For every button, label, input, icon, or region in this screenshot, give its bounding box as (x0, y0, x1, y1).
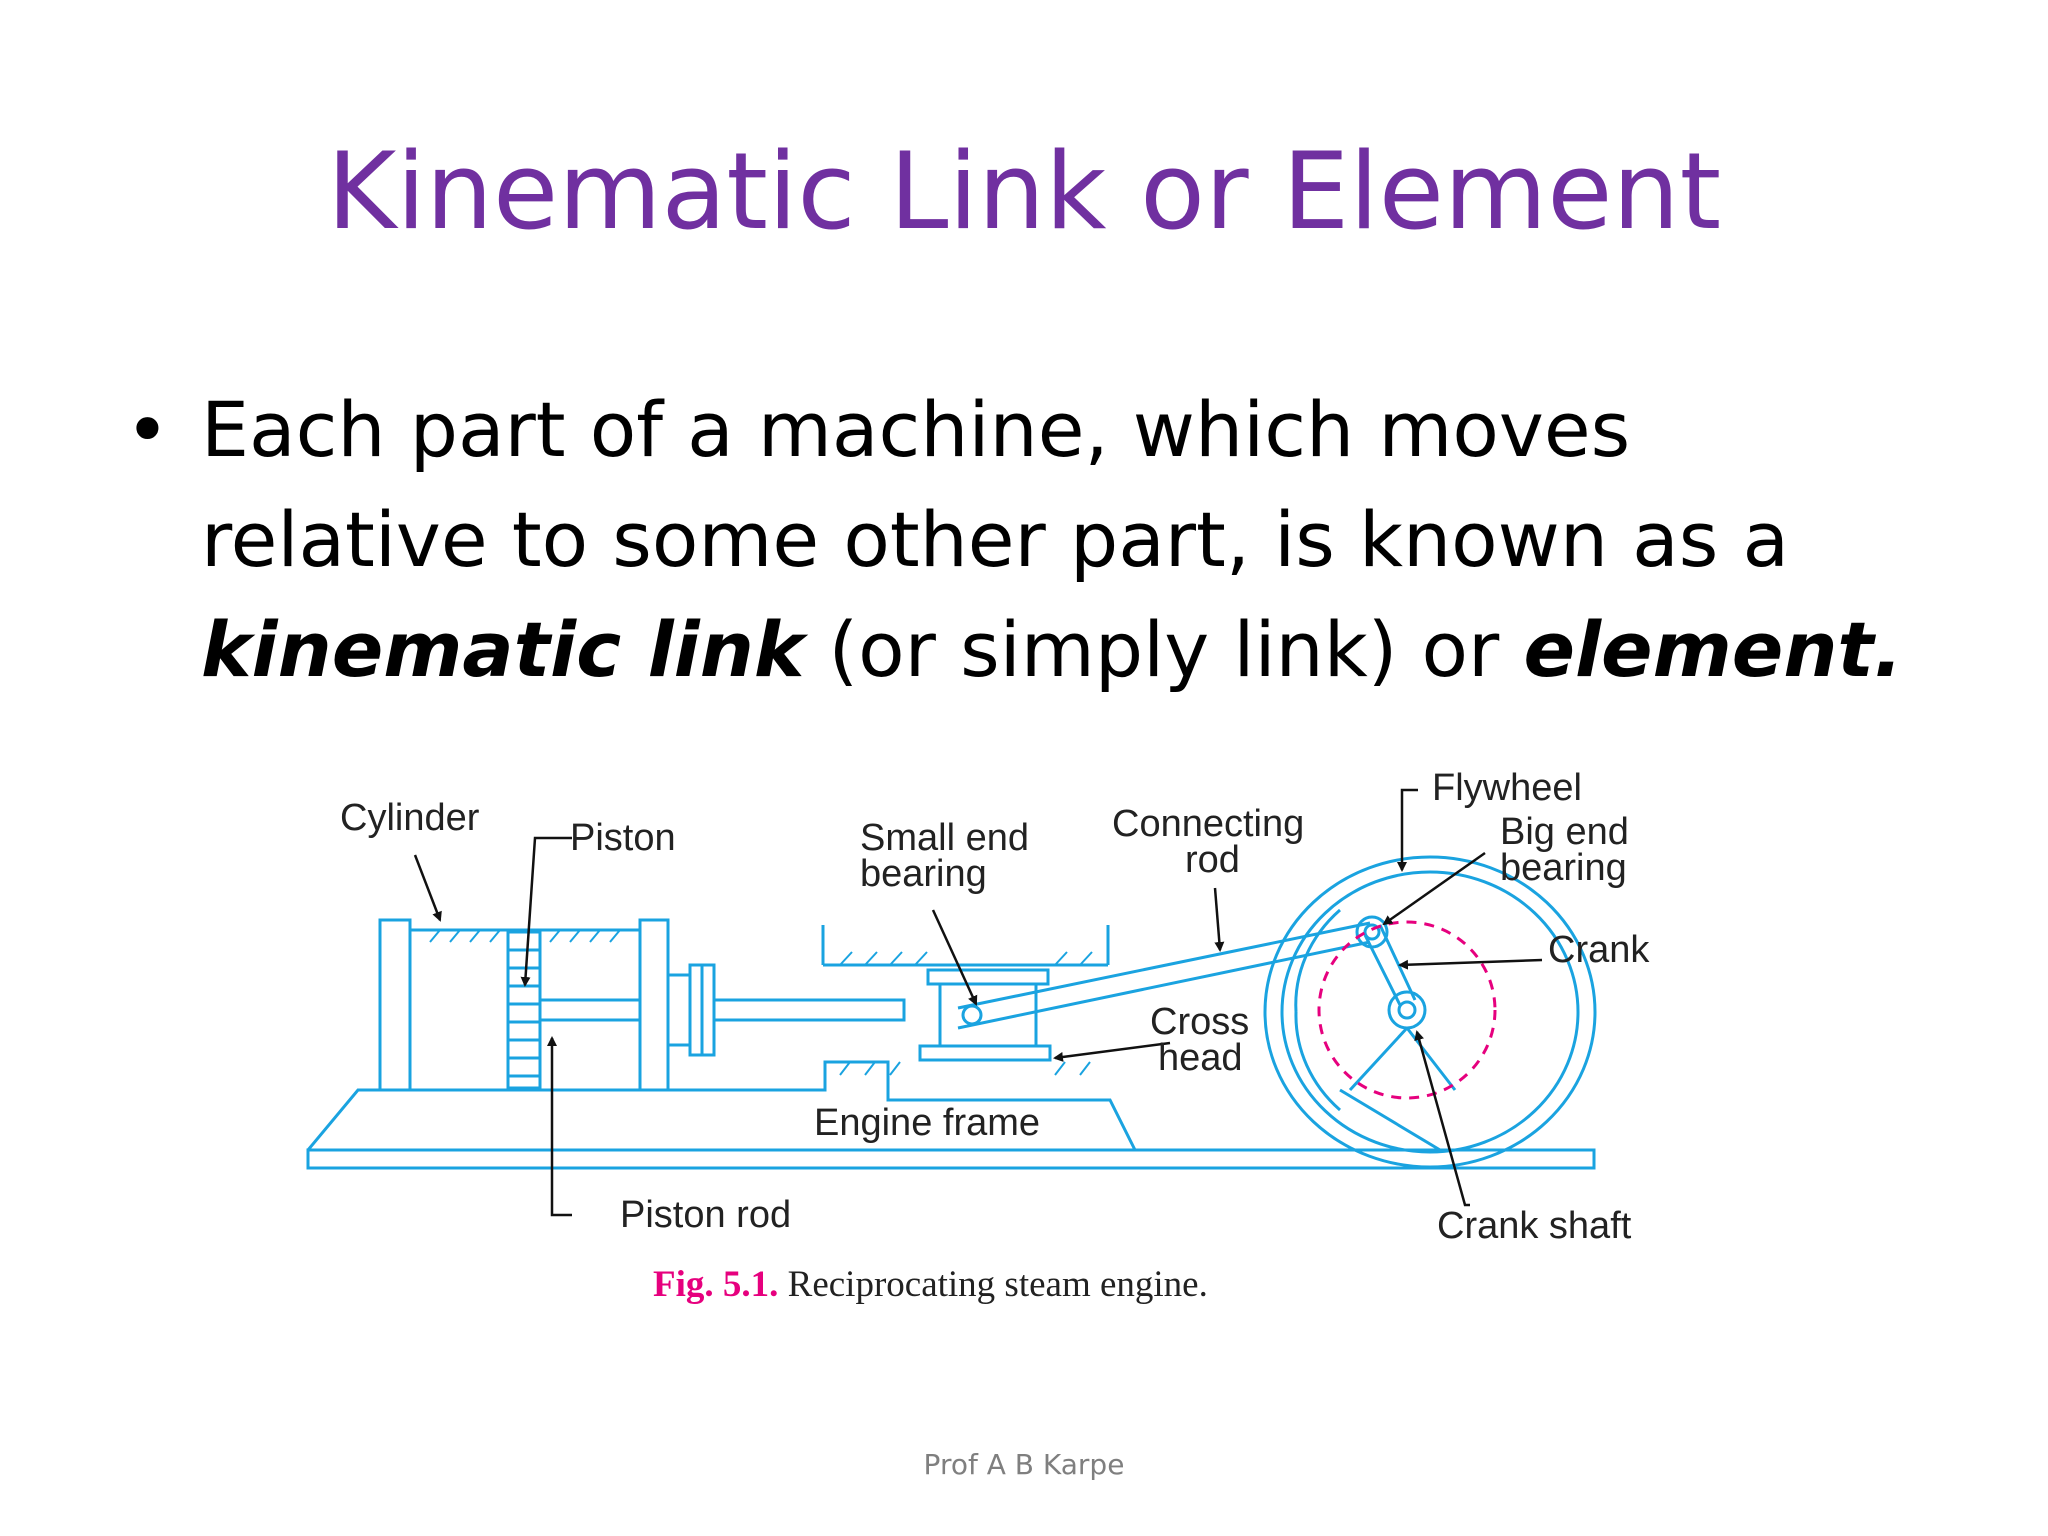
label-big-end-2: bearing (1500, 847, 1627, 889)
bullet-marker: • (125, 385, 170, 474)
frame-support-right (1339, 1088, 1441, 1152)
gland (666, 973, 692, 1047)
steam-engine-diagram (306, 788, 1597, 1217)
arrow-cylinder (413, 854, 442, 922)
cylinder-body-right (538, 928, 642, 1092)
arrow-connecting-rod (1213, 887, 1225, 952)
label-cross-1: Cross (1150, 1001, 1250, 1043)
flywheel-outer (1263, 855, 1597, 1169)
label-crank-shaft: Crank shaft (1437, 1205, 1632, 1247)
bullet-list: • Each part of a machine, which moves re… (125, 375, 1925, 705)
arrow-crank-shaft (1414, 1030, 1470, 1207)
label-connecting-1: Connecting (1112, 803, 1305, 845)
slide-footer: Prof A B Karpe (923, 1448, 1125, 1481)
piston-rod (712, 998, 906, 1022)
crank-shaft (1387, 990, 1427, 1030)
label-cross-2: head (1158, 1037, 1243, 1079)
bullet-emphasis-element: element. (1523, 605, 1903, 694)
label-piston-rod: Piston rod (620, 1194, 792, 1236)
bullet-text-part1: Each part of a machine, which moves rela… (201, 385, 1790, 584)
piston (506, 930, 542, 1090)
figure-caption: Fig. 5.1. Reciprocating steam engine. (653, 1263, 1208, 1306)
connecting-rod (957, 921, 1371, 1030)
label-connecting-2: rod (1185, 839, 1240, 881)
cylinder-right-flange (638, 918, 670, 1092)
arrow-piston-rod (547, 1036, 572, 1217)
cross-head-top-plate (926, 968, 1050, 986)
bullet-text-part2: (or simply link) or (804, 605, 1524, 694)
guide-top (821, 925, 1110, 967)
arrow-flywheel (1397, 788, 1418, 872)
label-piston: Piston (570, 817, 676, 859)
cylinder-left-flange (378, 918, 412, 1092)
piston-rod-inner (538, 998, 642, 1022)
figure-caption-number: Fig. 5.1. (653, 1264, 779, 1305)
bullet-item: • Each part of a machine, which moves re… (125, 375, 1925, 705)
steam-engine-figure: Cylinder Piston Small end bearing Connec… (290, 760, 1670, 1320)
slide-title: Kinematic Link or Element (326, 130, 1722, 253)
crank-support (1348, 1026, 1457, 1092)
arrow-small-end (931, 909, 978, 1006)
base-plate (306, 1148, 1596, 1170)
small-end-bearing (961, 1004, 983, 1026)
cross-head-bottom-plate (918, 1044, 1052, 1062)
arrow-piston (520, 836, 572, 987)
label-crank: Crank (1548, 929, 1650, 971)
arrow-big-end (1382, 851, 1486, 926)
label-engine-frame: Engine frame (814, 1102, 1041, 1144)
arrow-crank (1398, 958, 1543, 970)
cylinder-body (408, 928, 542, 1092)
label-small-end-2: bearing (860, 853, 987, 895)
big-end-bearing (1355, 915, 1389, 949)
figure-caption-text: Reciprocating steam engine. (778, 1264, 1208, 1305)
crank-path-circle (1317, 920, 1497, 1100)
flywheel-inner (1280, 870, 1580, 1154)
bullet-emphasis-kinematic-link: kinematic link (201, 605, 805, 694)
label-flywheel: Flywheel (1432, 767, 1582, 809)
bullet-text: Each part of a machine, which moves rela… (201, 375, 1925, 705)
label-cylinder: Cylinder (340, 797, 480, 839)
arrow-cross-head (1053, 1041, 1171, 1062)
label-small-end-1: Small end (860, 817, 1029, 859)
label-big-end-1: Big end (1500, 811, 1629, 853)
